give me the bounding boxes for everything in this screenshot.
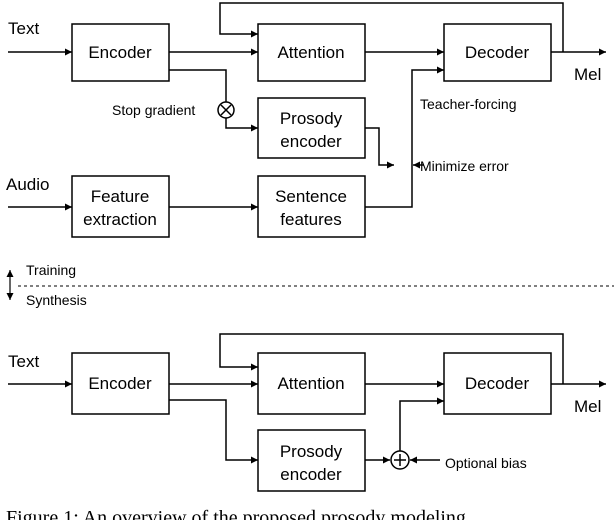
top-wires bbox=[8, 2, 606, 211]
bottom-encoder-label: Encoder bbox=[88, 374, 152, 393]
sentence-label-2: features bbox=[280, 210, 341, 229]
optional-bias-label: Optional bias bbox=[445, 455, 527, 471]
top-text-input-label: Text bbox=[8, 19, 39, 38]
top-decoder-label: Decoder bbox=[465, 43, 530, 62]
top-decoder-box: Decoder bbox=[443, 23, 552, 82]
bottom-decoder-label: Decoder bbox=[465, 374, 530, 393]
top-encoder-box: Encoder bbox=[71, 23, 170, 82]
top-attention-label: Attention bbox=[277, 43, 344, 62]
bottom-text-input-label: Text bbox=[8, 352, 39, 371]
figure-caption: Figure 1: An overview of the proposed pr… bbox=[6, 507, 466, 520]
stop-gradient-label: Stop gradient bbox=[112, 102, 195, 118]
bottom-attention-box: Attention bbox=[257, 352, 366, 415]
feature-label-2: extraction bbox=[83, 210, 157, 229]
minimize-error-label: Minimize error bbox=[420, 158, 509, 174]
bottom-prosody-label-2: encoder bbox=[280, 465, 342, 484]
bottom-prosody-encoder-box: Prosody encoder bbox=[257, 429, 366, 492]
top-prosody-label-1: Prosody bbox=[280, 109, 343, 128]
stop-gradient-icon bbox=[217, 101, 235, 119]
bottom-encoder-box: Encoder bbox=[71, 352, 170, 415]
top-prosody-encoder-box: Prosody encoder bbox=[257, 97, 366, 159]
synthesis-label: Synthesis bbox=[26, 292, 87, 308]
bottom-decoder-box: Decoder bbox=[443, 352, 552, 415]
training-synthesis-divider bbox=[6, 270, 614, 300]
bottom-mel-output-label: Mel bbox=[574, 397, 601, 416]
bottom-prosody-label-1: Prosody bbox=[280, 442, 343, 461]
add-bias-icon bbox=[390, 450, 410, 470]
top-encoder-label: Encoder bbox=[88, 43, 152, 62]
training-label: Training bbox=[26, 262, 76, 278]
top-mel-output-label: Mel bbox=[574, 65, 601, 84]
sentence-label-1: Sentence bbox=[275, 187, 347, 206]
bottom-attention-label: Attention bbox=[277, 374, 344, 393]
sentence-features-box: Sentence features bbox=[257, 175, 366, 238]
teacher-forcing-label: Teacher-forcing bbox=[420, 96, 517, 112]
top-prosody-label-2: encoder bbox=[280, 132, 342, 151]
top-attention-box: Attention bbox=[257, 23, 366, 82]
feature-extraction-box: Feature extraction bbox=[71, 175, 170, 238]
feature-label-1: Feature bbox=[91, 187, 150, 206]
bottom-wires bbox=[8, 333, 606, 464]
audio-input-label: Audio bbox=[6, 175, 49, 194]
